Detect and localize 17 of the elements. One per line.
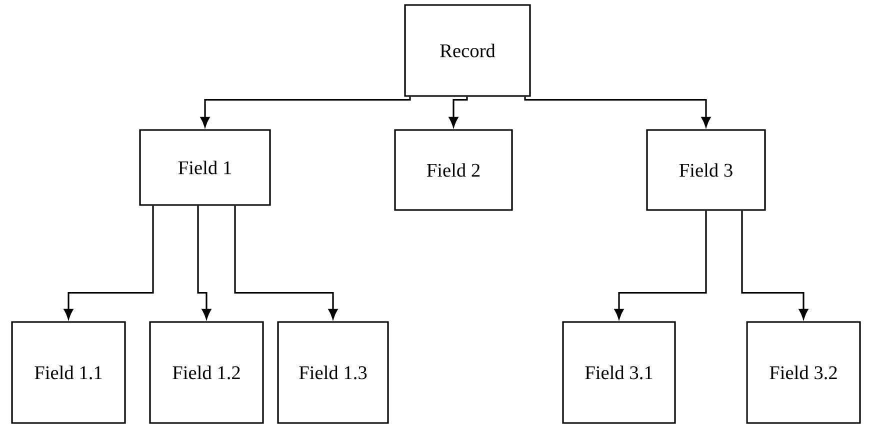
field-box: Record xyxy=(404,4,531,97)
field-box: Field 1.3 xyxy=(277,321,389,424)
arrow xyxy=(614,210,707,320)
field-box: Field 3.1 xyxy=(562,321,676,424)
arrow xyxy=(64,206,154,320)
arrow xyxy=(524,96,711,128)
field-box: Field 3.2 xyxy=(746,321,861,424)
field-box: Field 2 xyxy=(394,129,513,211)
arrow xyxy=(197,206,212,320)
arrow xyxy=(448,96,468,128)
arrow xyxy=(200,96,411,128)
field-box: Field 3 xyxy=(646,129,766,211)
field-box: Field 1.2 xyxy=(149,321,264,424)
field-box: Field 1.1 xyxy=(11,321,126,424)
arrow xyxy=(741,210,808,320)
field-box: Field 1 xyxy=(139,129,271,206)
arrow xyxy=(234,206,338,320)
